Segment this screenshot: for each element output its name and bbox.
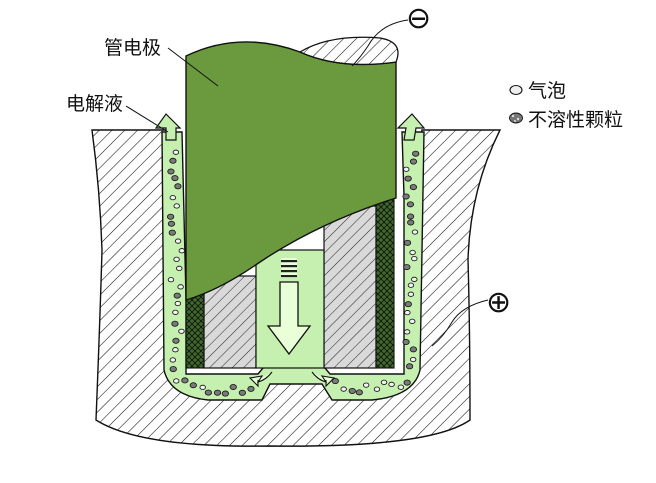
particle-dot bbox=[403, 239, 412, 246]
bubble-dot bbox=[199, 384, 206, 390]
insulation-left bbox=[185, 291, 205, 369]
bubble-dot bbox=[173, 256, 180, 262]
particle-dot bbox=[406, 201, 415, 208]
bubble-dot bbox=[409, 249, 416, 256]
legend-label-bubble: 气泡 bbox=[528, 80, 566, 102]
tube-wall-left bbox=[203, 275, 257, 369]
bubble-dot bbox=[172, 347, 179, 353]
label-electrolyte: 电解液 bbox=[66, 93, 123, 115]
particle-dot bbox=[167, 213, 175, 220]
particle-dot bbox=[247, 385, 255, 392]
tube-wall-right bbox=[323, 205, 377, 369]
particle-dot bbox=[204, 389, 212, 396]
bubble-dot bbox=[169, 195, 177, 201]
bubble-dot bbox=[411, 276, 418, 282]
bubble-dot bbox=[403, 329, 411, 335]
particle-dot bbox=[402, 339, 410, 346]
bubble-dot bbox=[397, 384, 405, 390]
particle-dot bbox=[403, 379, 411, 386]
particle-dot bbox=[169, 157, 177, 164]
particle-dot bbox=[167, 168, 175, 175]
particle-dot bbox=[331, 378, 339, 385]
tube-electrode bbox=[185, 41, 397, 301]
particle-dot bbox=[402, 193, 410, 200]
particle-dot bbox=[168, 229, 176, 236]
particle-dot bbox=[409, 184, 417, 191]
particle-dot bbox=[404, 301, 412, 308]
particle-dot bbox=[406, 213, 415, 220]
particle-dot bbox=[189, 382, 197, 389]
bubble-dot bbox=[411, 256, 418, 262]
particle-dot bbox=[238, 389, 246, 396]
flow-arrow-stripes bbox=[281, 258, 297, 278]
bubble-dot bbox=[403, 166, 410, 172]
bubble-dot bbox=[340, 386, 347, 392]
particle-dot bbox=[355, 389, 363, 396]
leader-negative bbox=[351, 19, 409, 67]
particle-dot bbox=[229, 383, 237, 390]
positive-terminal-symbol: ⊕ bbox=[486, 285, 511, 320]
bubble-dot bbox=[167, 277, 175, 283]
flow-arrow-bottom-left bbox=[248, 371, 273, 388]
particle-dot bbox=[403, 264, 411, 271]
legend-label-particle: 不溶性颗粒 bbox=[528, 109, 623, 131]
leader-electrode bbox=[167, 47, 219, 87]
bubble-dot bbox=[176, 265, 183, 272]
bubble-dot bbox=[404, 310, 411, 316]
particle-dot bbox=[172, 337, 180, 344]
bubble-dot bbox=[380, 379, 388, 385]
leader-electrolyte bbox=[125, 105, 169, 133]
particle-dot bbox=[407, 219, 415, 226]
leader-positive bbox=[431, 299, 489, 347]
label-tube-electrode: 管电极 bbox=[104, 37, 161, 59]
particle-dot bbox=[173, 292, 181, 299]
particle-dot bbox=[409, 158, 418, 165]
particle-dot bbox=[171, 175, 179, 182]
particle-dot bbox=[221, 390, 229, 397]
bubble-dot bbox=[174, 300, 182, 307]
flow-arrow-down bbox=[266, 281, 312, 356]
particle-icon bbox=[509, 112, 523, 124]
particle-dot bbox=[181, 377, 189, 384]
flow-arrow-exit-left bbox=[154, 113, 182, 141]
tube-electrode-top bbox=[298, 36, 399, 66]
bubble-dot bbox=[178, 328, 185, 334]
gap-bubbles-and-particles bbox=[167, 149, 420, 397]
particle-dot bbox=[404, 175, 412, 182]
flow-arrow-exit-right bbox=[396, 113, 426, 141]
bubble-dot bbox=[388, 381, 395, 388]
bubble-dot bbox=[409, 318, 416, 324]
bubble-dot bbox=[411, 229, 419, 235]
bubble-dot bbox=[172, 309, 179, 315]
bubble-dot bbox=[407, 291, 415, 297]
bubble-dot bbox=[173, 378, 180, 384]
particle-dot bbox=[405, 363, 414, 370]
particle-dot bbox=[213, 389, 222, 396]
negative-terminal-symbol: ⊖ bbox=[406, 1, 431, 36]
legend: 气泡 不溶性颗粒 bbox=[509, 80, 623, 131]
particle-dot bbox=[171, 320, 179, 327]
bubble-dot bbox=[172, 149, 180, 155]
bubble-dot bbox=[173, 203, 180, 209]
particle-dot bbox=[409, 346, 417, 353]
bubble-dot bbox=[409, 356, 417, 363]
bubble-dot bbox=[177, 284, 184, 290]
particle-dot bbox=[348, 387, 356, 394]
bubble-dot bbox=[169, 357, 177, 363]
bubble-icon bbox=[509, 84, 523, 96]
flow-arrow-bottom-right bbox=[311, 371, 336, 388]
bubble-dot bbox=[407, 282, 415, 288]
bubble-dot bbox=[174, 238, 182, 244]
particle-dot bbox=[174, 183, 182, 190]
bubble-dot bbox=[362, 382, 370, 388]
particle-dot bbox=[167, 220, 176, 227]
particle-dot bbox=[169, 366, 177, 373]
insulation-right bbox=[375, 195, 395, 369]
bubble-dot bbox=[373, 386, 381, 392]
particle-dot bbox=[412, 150, 420, 157]
bubble-dot bbox=[178, 248, 186, 254]
